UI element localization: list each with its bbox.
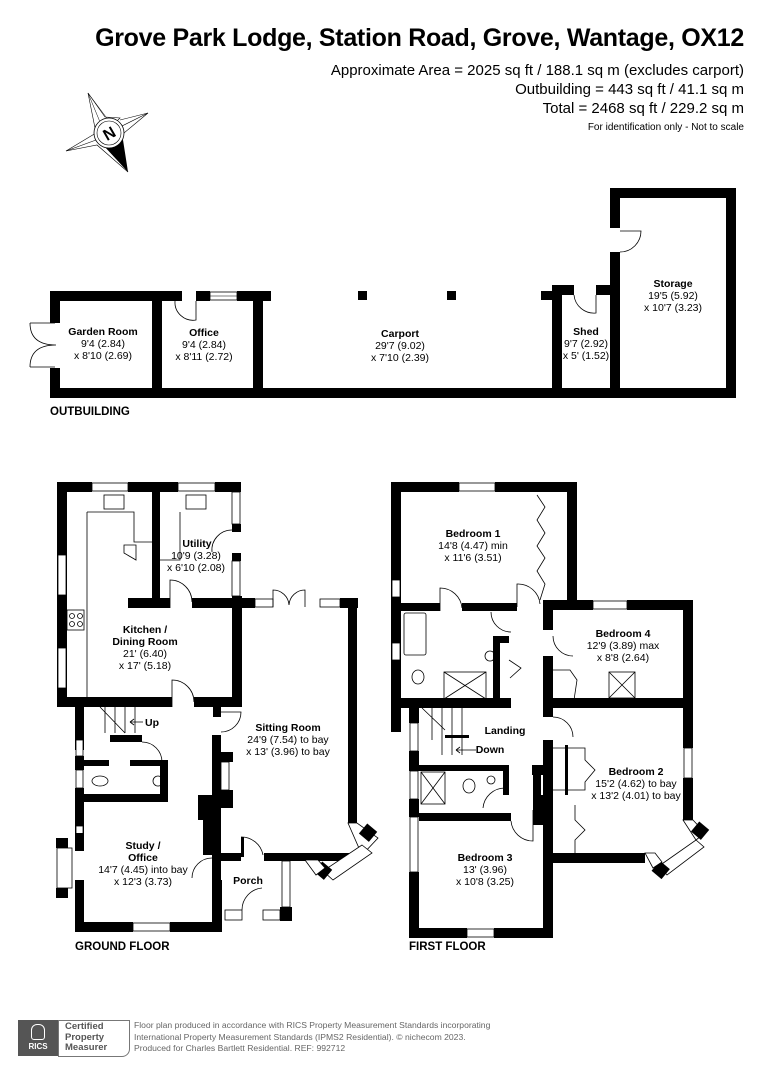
room-dim: x 13' (3.96) to bay xyxy=(246,746,330,758)
room-name-shed: Shed xyxy=(573,326,599,338)
outbuilding-plan xyxy=(29,188,736,398)
ground-floor-plan: Up xyxy=(56,482,379,932)
room-dim: x 10'7 (3.23) xyxy=(644,302,702,314)
outbuilding-labels: Garden Room 9'4 (2.84) x 8'10 (2.69) Off… xyxy=(50,278,702,418)
first-floor-labels: Bedroom 1 14'8 (4.47) min x 11'6 (3.51) … xyxy=(409,528,682,953)
landing-label: Landing xyxy=(485,725,526,737)
certified-property-measurer-badge: Certified Property Measurer xyxy=(58,1020,130,1057)
room-dim: x 7'10 (2.39) xyxy=(371,352,429,364)
room-name-garden-room: Garden Room xyxy=(68,326,137,338)
room-dim: 10'9 (3.28) xyxy=(171,550,221,562)
ground-floor-labels: Utility 10'9 (3.28) x 6'10 (2.08) Kitche… xyxy=(75,538,331,953)
outbuilding-area: Outbuilding = 443 sq ft / 41.1 sq m xyxy=(515,81,744,98)
rics-logo-text: RICS xyxy=(28,1042,48,1051)
room-dim: x 11'6 (3.51) xyxy=(444,552,501,564)
room-name-carport: Carport xyxy=(381,328,419,340)
room-dim: 9'7 (2.92) xyxy=(564,338,608,350)
room-dim: 14'8 (4.47) min xyxy=(438,540,508,552)
room-name-storage: Storage xyxy=(653,278,692,290)
room-dim: x 17' (5.18) xyxy=(119,660,171,672)
cert-line: Certified xyxy=(65,1021,104,1032)
room-dim: x 12'3 (3.73) xyxy=(114,876,172,888)
rics-logo: RICS xyxy=(18,1020,58,1056)
room-name-bedroom-4: Bedroom 4 xyxy=(596,628,651,640)
room-name-kitchen: Kitchen / xyxy=(123,624,167,636)
approximate-area: Approximate Area = 2025 sq ft / 188.1 sq… xyxy=(330,62,744,79)
room-name-office: Office xyxy=(189,327,219,339)
room-name-bedroom-3: Bedroom 3 xyxy=(458,852,513,864)
first-floor-plan: Landing Down xyxy=(391,482,710,938)
room-dim: 12'9 (3.89) max xyxy=(587,640,660,652)
cert-line: Measurer xyxy=(65,1042,108,1053)
room-dim: x 10'8 (3.25) xyxy=(456,876,514,888)
room-name-porch: Porch xyxy=(233,875,263,887)
footer-reference: Produced for Charles Bartlett Residentia… xyxy=(134,1043,346,1053)
room-name-study: Study / xyxy=(125,840,160,852)
first-floor-label: FIRST FLOOR xyxy=(409,941,486,953)
room-dim: 9'4 (2.84) xyxy=(182,339,226,351)
room-name-sitting-room: Sitting Room xyxy=(255,722,320,734)
page-title: Grove Park Lodge, Station Road, Grove, W… xyxy=(95,24,744,52)
stairs-down-label: Down xyxy=(476,744,505,756)
room-dim: 24'9 (7.54) to bay xyxy=(247,734,329,746)
room-dim: 19'5 (5.92) xyxy=(648,290,698,302)
floor-plan: N Garden Room 9' xyxy=(29,92,736,953)
outbuilding-label: OUTBUILDING xyxy=(50,406,130,418)
room-name-office: Office xyxy=(128,852,158,864)
footer-line: Floor plan produced in accordance with R… xyxy=(134,1020,491,1030)
room-name-bedroom-2: Bedroom 2 xyxy=(609,766,664,778)
footer-line: International Property Measurement Stand… xyxy=(134,1031,466,1042)
room-dim: 15'2 (4.62) to bay xyxy=(595,778,677,790)
room-dim: x 8'8 (2.64) xyxy=(597,652,649,664)
stairs-up-label: Up xyxy=(145,717,159,729)
room-dim: 21' (6.40) xyxy=(123,648,167,660)
room-dim: x 8'11 (2.72) xyxy=(175,351,232,363)
room-dim: 14'7 (4.45) into bay xyxy=(98,864,188,876)
room-dim: x 6'10 (2.08) xyxy=(167,562,225,574)
compass-rose-icon: N xyxy=(65,92,149,173)
room-dim: x 13'2 (4.01) to bay xyxy=(591,790,681,802)
room-name-utility: Utility xyxy=(182,538,211,550)
cert-line: Property xyxy=(65,1031,105,1043)
room-dim: x 8'10 (2.69) xyxy=(74,350,132,362)
room-name-bedroom-1: Bedroom 1 xyxy=(446,528,501,540)
room-dim: 13' (3.96) xyxy=(463,864,507,876)
rics-emblem-icon xyxy=(31,1024,45,1040)
ground-floor-label: GROUND FLOOR xyxy=(75,941,170,953)
room-dim: 29'7 (9.02) xyxy=(375,340,425,352)
footer-disclaimer: Floor plan produced in accordance with R… xyxy=(134,1020,490,1055)
room-dim: x 5' (1.52) xyxy=(563,350,609,362)
scale-note: For identification only - Not to scale xyxy=(587,122,744,133)
room-name-dining-room: Dining Room xyxy=(112,636,177,648)
total-area: Total = 2468 sq ft / 229.2 sq m xyxy=(542,100,744,117)
room-dim: 9'4 (2.84) xyxy=(81,338,125,350)
